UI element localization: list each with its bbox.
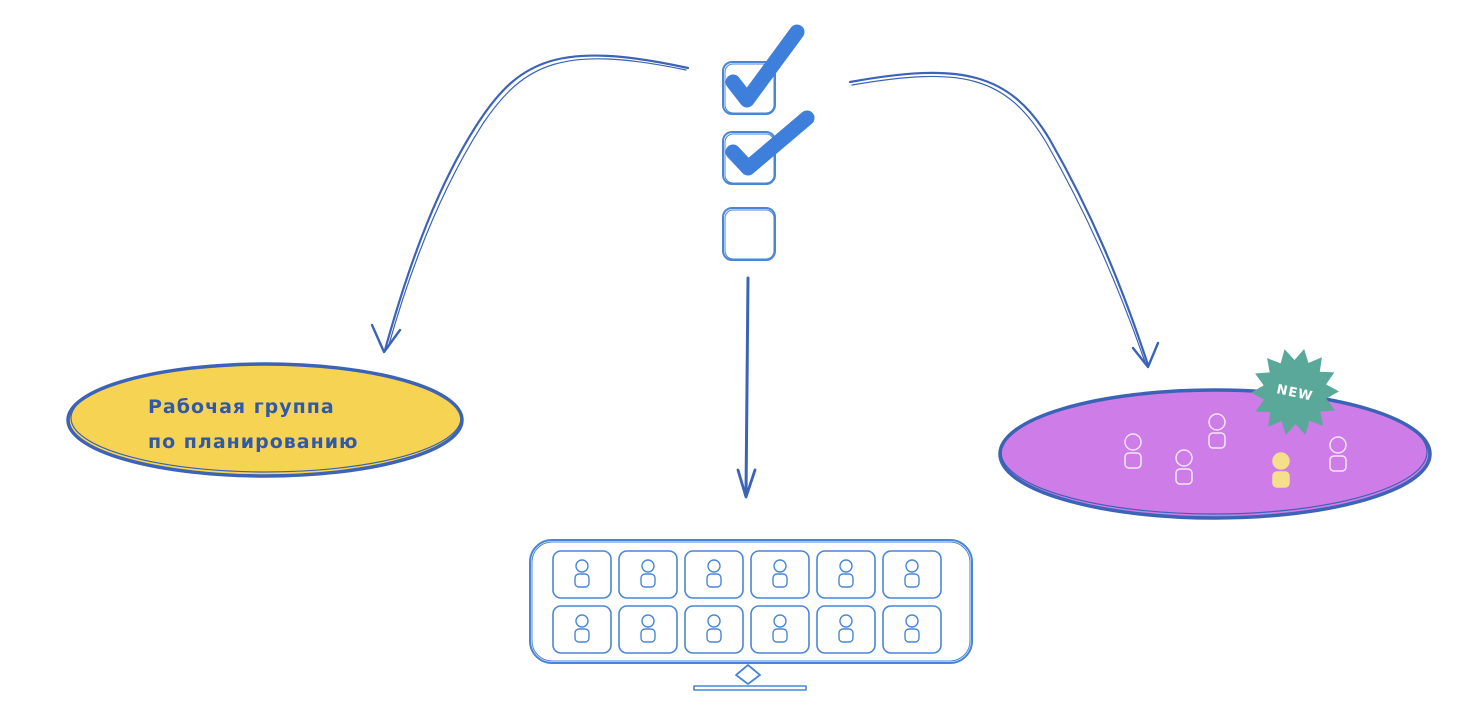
person-icon (838, 614, 854, 643)
participant-tile (750, 605, 810, 654)
new-group-node (998, 388, 1432, 520)
arrow-down (736, 276, 757, 499)
person-icon (838, 559, 854, 588)
highlighted-person-icon (1272, 452, 1290, 488)
person-icon (904, 614, 920, 643)
participant-tile-grid (552, 550, 942, 654)
check-mark-icon (725, 24, 805, 108)
planning-group-node: Рабочая группа по планированию (66, 362, 464, 478)
starburst-badge-icon (1250, 348, 1340, 436)
participant-tile (816, 550, 876, 599)
person-icon (1124, 433, 1142, 469)
person-icon (1208, 413, 1226, 449)
planning-group-label-line2: по планированию (148, 431, 359, 453)
planning-group-label-line1: Рабочая группа (148, 396, 335, 418)
checkbox-3 (722, 207, 776, 261)
person-icon (574, 614, 590, 643)
monitor-stand (693, 664, 807, 691)
participant-tile (552, 605, 612, 654)
participant-tile (882, 550, 942, 599)
participant-tile (816, 605, 876, 654)
person-icon (904, 559, 920, 588)
person-icon (640, 614, 656, 643)
person-icon (706, 614, 722, 643)
checkbox-1 (722, 61, 776, 115)
checklist (722, 24, 815, 261)
person-icon (706, 559, 722, 588)
person-icon (772, 559, 788, 588)
participant-tile (750, 550, 810, 599)
participant-tile (618, 550, 678, 599)
participant-tile (882, 605, 942, 654)
person-icon (772, 614, 788, 643)
participant-tile (684, 605, 744, 654)
arrow-left (370, 54, 690, 354)
check-mark-icon (725, 110, 815, 176)
person-icon (1175, 449, 1193, 485)
arrow-right (848, 71, 1160, 369)
person-icon (1329, 436, 1347, 472)
participant-tile (618, 605, 678, 654)
video-conference-monitor (529, 539, 973, 691)
people-group (1124, 413, 1347, 488)
person-icon (574, 559, 590, 588)
participant-tile (552, 550, 612, 599)
person-icon (640, 559, 656, 588)
new-badge: NEW (1250, 348, 1340, 436)
checkbox-2 (722, 131, 776, 185)
participant-tile (684, 550, 744, 599)
